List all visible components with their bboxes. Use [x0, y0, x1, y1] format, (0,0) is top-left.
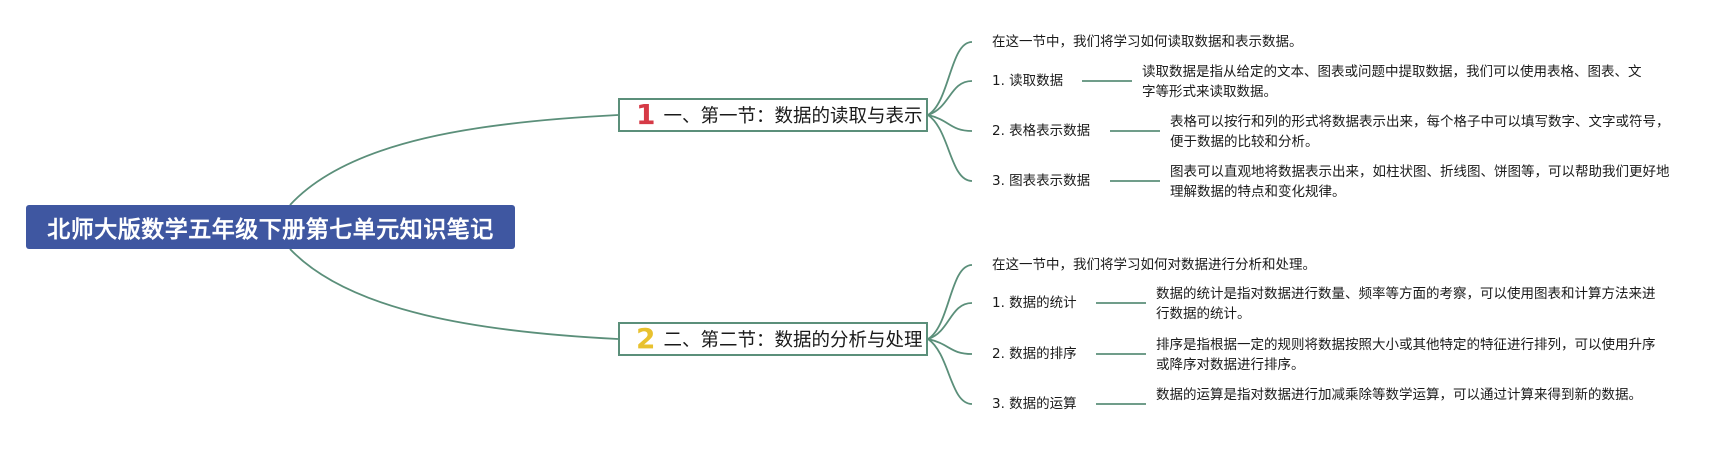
connector-s2-intro [927, 264, 973, 340]
section-2-item-3-desc[interactable]: 数据的运算是指对数据进行加减乘除等数学运算，可以通过计算来得到新的数据。 [1156, 387, 1642, 403]
section-1-item-2-desc[interactable]: 表格可以按行和列的形式将数据表示出来，每个格子中可以填写数字、文字或符号，便于数… [1170, 114, 1670, 150]
section-2-topic[interactable]: 2 二、第二节：数据的分析与处理 [618, 322, 928, 356]
section-2-intro[interactable]: 在这一节中，我们将学习如何对数据进行分析和处理。 [992, 257, 1316, 273]
connector-s2-item1 [927, 302, 973, 340]
section-1-item-2[interactable]: 2. 表格表示数据 [992, 123, 1091, 139]
section-2-item-2[interactable]: 2. 数据的排序 [992, 346, 1077, 362]
section-1-title: 一、第一节：数据的读取与表示 [663, 106, 923, 127]
section-1-number: 1 [636, 98, 656, 131]
section-2-item-3[interactable]: 3. 数据的运算 [992, 396, 1077, 412]
section-1-item-3-desc[interactable]: 图表可以直观地将数据表示出来，如柱状图、折线图、饼图等，可以帮助我们更好地理解数… [1170, 164, 1670, 200]
connector-s2-item3 [927, 338, 973, 405]
root-topic[interactable]: 北师大版数学五年级下册第七单元知识笔记 [26, 205, 515, 249]
connector-s1-intro [927, 41, 973, 116]
section-2-item-2-desc[interactable]: 排序是指根据一定的规则将数据按照大小或其他特定的特征进行排列，可以使用升序或降序… [1156, 337, 1656, 373]
section-1-item-1[interactable]: 1. 读取数据 [992, 73, 1064, 89]
section-1-topic[interactable]: 1 一、第一节：数据的读取与表示 [618, 98, 928, 132]
section-1-item-3[interactable]: 3. 图表表示数据 [992, 173, 1091, 189]
connector-root-section2 [289, 248, 619, 340]
connector-s1-item3 [927, 114, 973, 182]
connector-root-section1 [289, 114, 619, 206]
root-title: 北师大版数学五年级下册第七单元知识笔记 [47, 217, 494, 243]
connector-s1-item1 [927, 80, 973, 116]
section-2-number: 2 [636, 322, 656, 355]
section-2-item-1-desc[interactable]: 数据的统计是指对数据进行数量、频率等方面的考察，可以使用图表和计算方法来进行数据… [1156, 286, 1656, 322]
connector-s1-item2 [927, 114, 973, 132]
section-1-item-1-desc[interactable]: 读取数据是指从给定的文本、图表或问题中提取数据，我们可以使用表格、图表、文字等形… [1142, 64, 1642, 100]
section-2-item-1[interactable]: 1. 数据的统计 [992, 295, 1077, 311]
connector-s2-item2 [927, 338, 973, 355]
section-2-title: 二、第二节：数据的分析与处理 [663, 330, 923, 351]
section-1-intro[interactable]: 在这一节中，我们将学习如何读取数据和表示数据。 [992, 34, 1303, 50]
